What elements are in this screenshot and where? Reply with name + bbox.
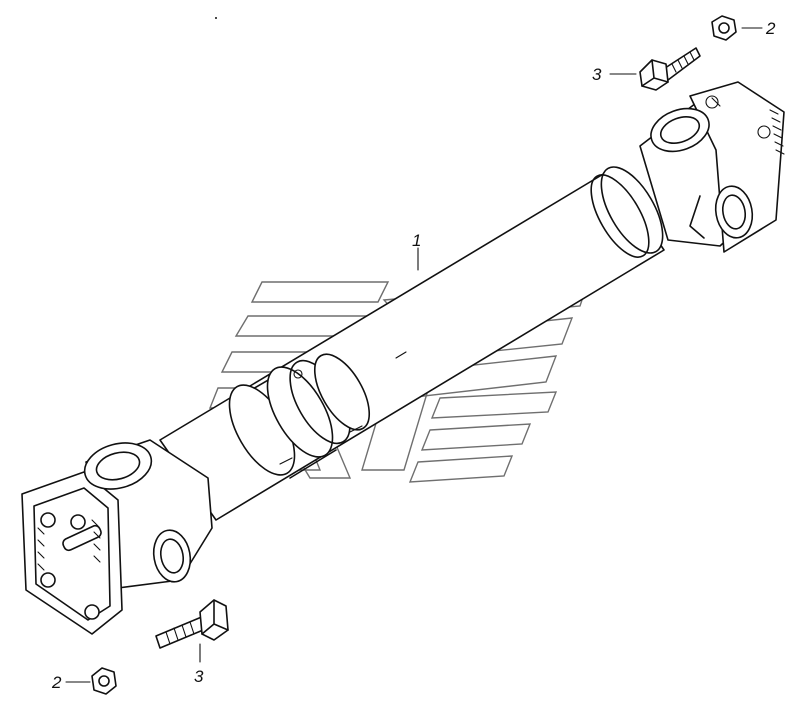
speck [215, 17, 217, 19]
nut-bottom [91, 667, 117, 695]
callout-shaft: 1 [412, 231, 421, 250]
callout-bolt-top: 3 [592, 65, 602, 84]
lower-universal-joint [21, 439, 213, 635]
leader-lines [65, 27, 763, 683]
callout-nut-top: 2 [765, 19, 776, 38]
callout-bolt-bottom: 3 [194, 667, 204, 686]
slip-joint [228, 351, 407, 476]
upper-universal-joint [639, 81, 785, 253]
bolt-top [639, 47, 701, 91]
upper-tube-rings [590, 166, 664, 258]
bolt-bottom [155, 599, 229, 649]
nut-top [711, 15, 737, 41]
shaft-tube [159, 169, 665, 521]
callout-nut-bottom: 2 [51, 673, 62, 692]
